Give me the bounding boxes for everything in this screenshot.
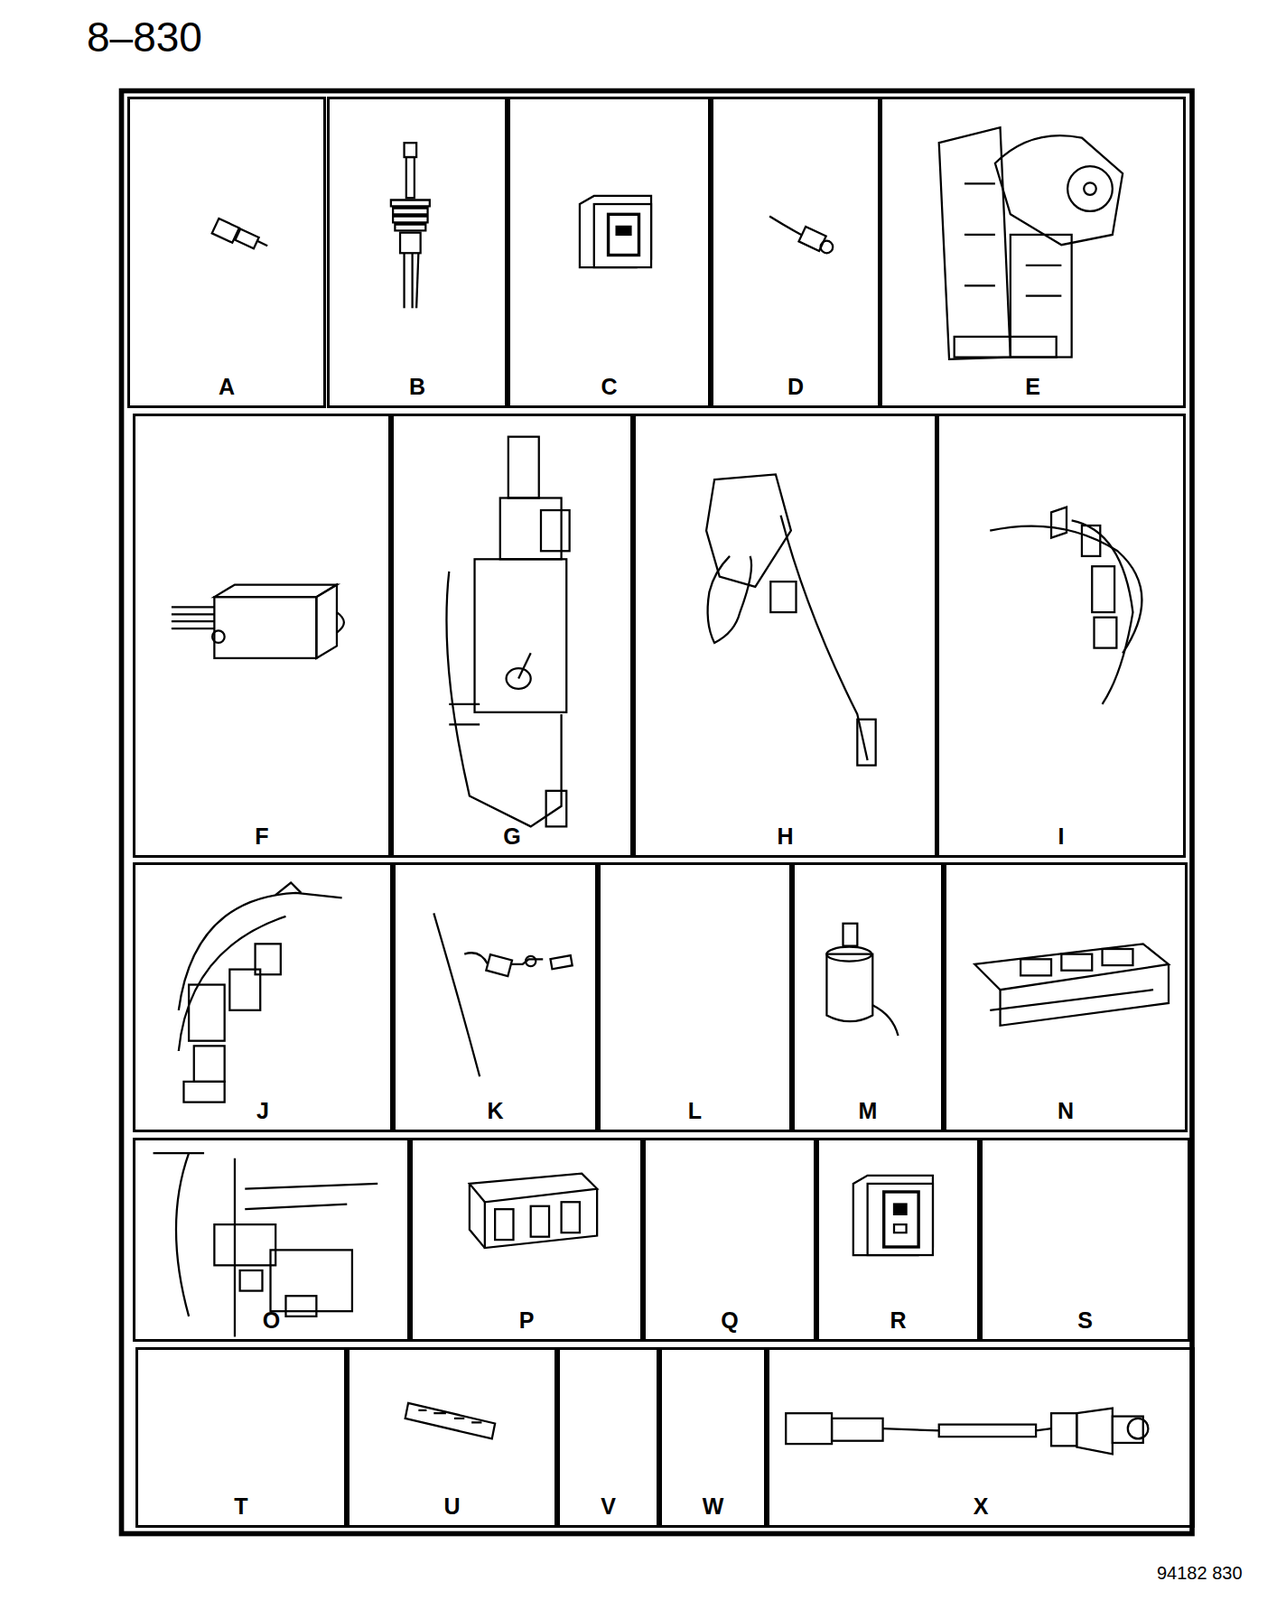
- figure-letter: O: [135, 1309, 408, 1333]
- page-number: 8–830: [86, 12, 203, 62]
- figure-cell: C: [507, 96, 711, 409]
- figure-letter: R: [819, 1309, 978, 1333]
- figure-cell: V: [557, 1347, 660, 1529]
- figure-letter: K: [395, 1099, 596, 1123]
- figure-cell: X: [766, 1347, 1195, 1529]
- figure-letter: D: [713, 375, 878, 399]
- figure-letter: N: [946, 1099, 1185, 1123]
- figure-letter: I: [939, 825, 1184, 849]
- figure-cell: L: [597, 862, 793, 1133]
- figure-cell: W: [659, 1347, 767, 1529]
- figure-cell: H: [633, 413, 938, 858]
- figure-cell: T: [135, 1347, 347, 1529]
- figure-letter: L: [600, 1099, 790, 1123]
- figure-letter: F: [135, 825, 389, 849]
- figure-cell: K: [392, 862, 598, 1133]
- figure-cell: A: [127, 96, 327, 409]
- figure-cell: P: [410, 1137, 643, 1342]
- figure-letter: Q: [645, 1309, 814, 1333]
- figure-letter: E: [882, 375, 1184, 399]
- figure-cell: I: [936, 413, 1186, 858]
- figure-number: 94182 830: [1156, 1563, 1243, 1585]
- figure-letter: C: [510, 375, 709, 399]
- figure-cell: O: [132, 1137, 411, 1342]
- figure-letter: G: [393, 825, 631, 849]
- figure-letter: U: [349, 1495, 555, 1519]
- figure-cell: Q: [643, 1137, 817, 1342]
- figure-cell: B: [326, 96, 508, 409]
- figure-letter: T: [138, 1495, 345, 1519]
- figure-letter: X: [769, 1495, 1193, 1519]
- figure-letter: J: [135, 1099, 391, 1123]
- figure-cell: J: [132, 862, 393, 1133]
- figure-cell: E: [879, 96, 1186, 409]
- figure-cell: S: [979, 1137, 1191, 1342]
- figure-letter: M: [794, 1099, 942, 1123]
- figure-letter: P: [412, 1309, 641, 1333]
- figure-letter: W: [661, 1495, 765, 1519]
- figure-cell: U: [346, 1347, 558, 1529]
- figure-letter: S: [982, 1309, 1188, 1333]
- figure-cell: N: [943, 862, 1188, 1133]
- figure-cell: R: [816, 1137, 980, 1342]
- figure-letter: A: [130, 375, 324, 399]
- figure-cell: M: [792, 862, 944, 1133]
- figure-cell: G: [391, 413, 634, 858]
- figure-cell: F: [132, 413, 392, 858]
- figure-letter: V: [559, 1495, 657, 1519]
- figure-cell: D: [710, 96, 881, 409]
- figure-letter: B: [329, 375, 505, 399]
- figure-letter: H: [635, 825, 935, 849]
